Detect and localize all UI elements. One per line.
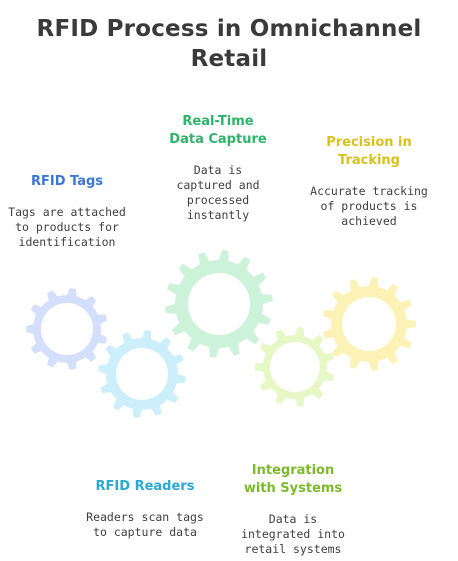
stage-description: Tags are attached to products for identi… (8, 205, 126, 249)
stage-rfid-readers: RFID Readers Readers scan tags to captur… (75, 478, 215, 540)
gear-rfid-readers-icon (98, 330, 186, 418)
stage-heading: Precision in Tracking (326, 135, 412, 168)
stage-description: Data is integrated into retail systems (241, 512, 345, 556)
gear-precision-in-tracking-icon (322, 277, 416, 371)
diagram-title: RFID Process in Omnichannel Retail (36, 16, 422, 72)
stage-integration-with-systems: Integration with Systems Data is integra… (228, 462, 358, 557)
stage-heading: Real-Time Data Capture (169, 114, 267, 147)
stage-heading: RFID Tags (30, 174, 104, 189)
gear-integration-with-systems-icon (255, 327, 335, 407)
stage-rfid-tags: RFID Tags Tags are attached to products … (0, 173, 134, 250)
stage-description: Readers scan tags to capture data (86, 510, 204, 539)
stage-heading: Integration with Systems (243, 463, 343, 496)
gear-rfid-tags-icon (26, 288, 108, 370)
stage-description: Accurate tracking of products is achieve… (310, 184, 428, 228)
stage-description: Data is captured and processed instantly (176, 163, 260, 222)
stage-heading: RFID Readers (95, 479, 195, 494)
gear-real-time-data-capture-icon (165, 250, 273, 358)
stage-precision-in-tracking: Precision in Tracking Accurate tracking … (300, 134, 438, 229)
stage-real-time-data-capture: Real-Time Data Capture Data is captured … (158, 113, 278, 223)
